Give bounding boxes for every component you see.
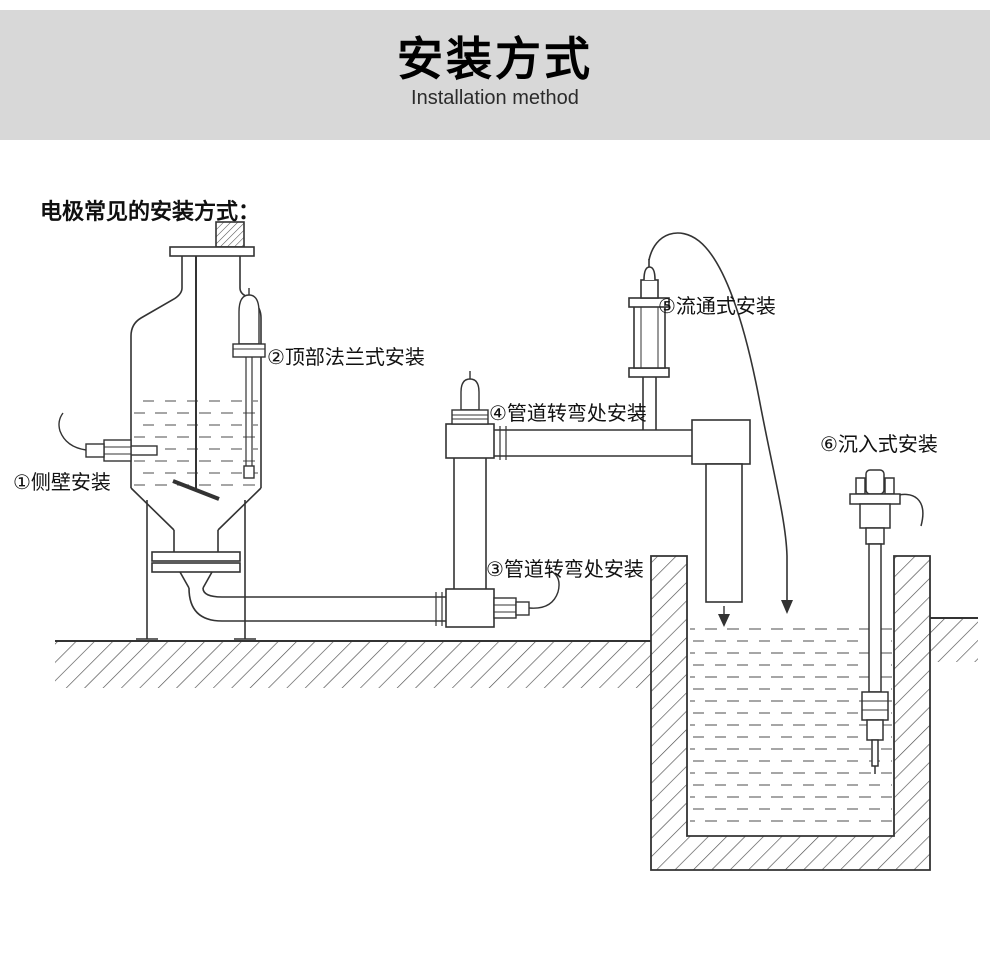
reaction-tank (130, 221, 446, 640)
label-flow-through-installation: ⑤流通式安装 (658, 296, 776, 318)
outlet-pipe (705, 463, 743, 603)
flow-cell-assembly (628, 232, 793, 614)
ground-right (930, 617, 978, 662)
flow-cell-electrode (640, 279, 659, 299)
label-side-wall-installation: ①侧壁安装 (13, 472, 111, 494)
collection-pit (650, 555, 931, 871)
agitator-motor (215, 221, 245, 248)
flow-arrow-cable (781, 600, 793, 614)
label-pipe-bend-installation-upper: ④管道转弯处安装 (489, 403, 647, 425)
pipe-tee-lower (445, 588, 495, 628)
section-heading: 电极常见的安装方式： (40, 199, 261, 224)
label-top-flange-installation: ②顶部法兰式安装 (267, 347, 425, 369)
label-pipe-bend-installation-lower: ③管道转弯处安装 (486, 559, 644, 581)
tank-legs (136, 500, 256, 640)
electrode-side-wall (58, 412, 158, 462)
electrode-submersible (849, 469, 924, 774)
electrode-top-flange (232, 288, 266, 479)
electrode-pipe-bend-upper (451, 371, 489, 425)
pit-liquid (690, 628, 892, 832)
flow-arrow-pipe (718, 614, 730, 627)
pipe-elbow-upper (445, 423, 495, 459)
cable-pipe-bend-lower (528, 570, 560, 609)
electrode-pipe-bend-lower (493, 570, 560, 619)
cable-flow-cell (648, 232, 788, 602)
pipe-riser-assembly (445, 419, 751, 628)
header-band: 安装方式 Installation method (0, 10, 990, 140)
page-subtitle: Installation method (411, 86, 579, 109)
agitator (172, 256, 220, 501)
cable-side-wall (58, 412, 87, 451)
label-submersible-installation: ⑥沉入式安装 (820, 434, 938, 456)
page-title: 安装方式 (397, 33, 593, 85)
ground-left (55, 640, 651, 688)
pipe-tee-right (691, 419, 751, 465)
